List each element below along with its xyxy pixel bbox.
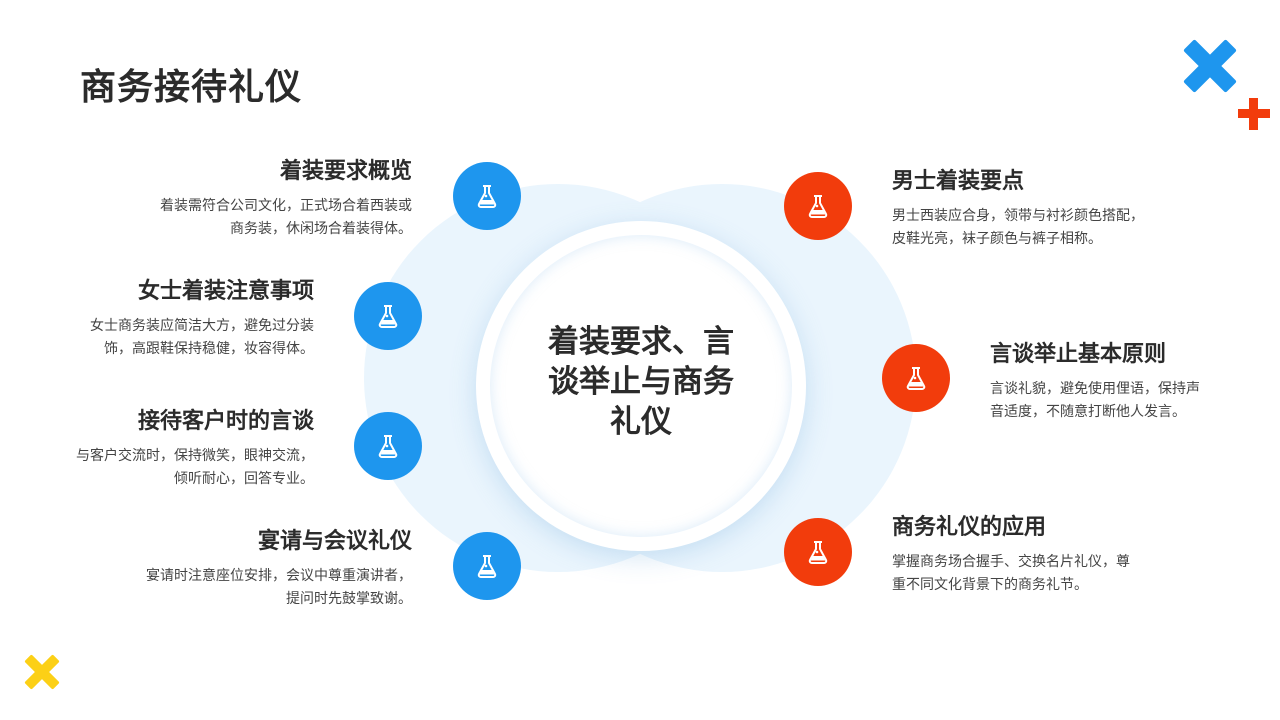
left-item-2-desc: 女士商务装应简洁大方，避免过分装 饰，高跟鞋保持稳健，妆容得体。 (90, 315, 314, 361)
left-item-3-desc: 与客户交流时，保持微笑，眼神交流， 倾听耐心，回答专业。 (76, 445, 314, 491)
left-item-2-desc-line2: 饰，高跟鞋保持稳健，妆容得体。 (104, 341, 314, 357)
right-item-1-desc: 男士西装应合身，领带与衬衫颜色搭配， 皮鞋光亮，袜子颜色与裤子相称。 (892, 205, 1144, 251)
left-item-3: 接待客户时的言谈 与客户交流时，保持微笑，眼神交流， 倾听耐心，回答专业。 (76, 407, 314, 491)
right-item-1-desc-line2: 皮鞋光亮，袜子颜色与裤子相称。 (892, 231, 1102, 247)
left-item-4-desc-line1: 宴请时注意座位安排，会议中尊重演讲者， (146, 568, 412, 584)
left-item-3-title: 接待客户时的言谈 (137, 409, 314, 434)
right-item-2-desc: 言谈礼貌，避免使用俚语，保持声 音适度，不随意打断他人发言。 (990, 378, 1200, 424)
right-item-3-title: 商务礼仪的应用 (892, 515, 1047, 540)
left-item-4-title: 宴请与会议礼仪 (257, 529, 412, 554)
blue-cross-icon (1178, 34, 1242, 98)
right-item-3-desc-line1: 掌握商务场合握手、交换名片礼仪，尊 (892, 554, 1130, 570)
orange-plus-icon (1236, 96, 1272, 132)
left-node-2-flask-icon (354, 282, 422, 350)
right-node-1-flask-icon (784, 172, 852, 240)
center-title: 着装要求、言谈举止与商务礼仪 (548, 324, 734, 440)
left-item-1-desc-line2: 商务装，休闲场合着装得体。 (230, 221, 412, 237)
right-item-1: 男士着装要点 男士西装应合身，领带与衬衫颜色搭配， 皮鞋光亮，袜子颜色与裤子相称… (892, 167, 1144, 251)
right-node-2-flask-icon (882, 344, 950, 412)
left-item-2: 女士着装注意事项 女士商务装应简洁大方，避免过分装 饰，高跟鞋保持稳健，妆容得体… (90, 277, 314, 361)
left-item-1-desc-line1: 着装需符合公司文化，正式场合着西装或 (160, 198, 412, 214)
left-item-1: 着装要求概览 着装需符合公司文化，正式场合着西装或 商务装，休闲场合着装得体。 (160, 157, 412, 241)
right-item-2: 言谈举止基本原则 言谈礼貌，避免使用俚语，保持声 音适度，不随意打断他人发言。 (990, 340, 1200, 424)
right-item-3-desc-line2: 重不同文化背景下的商务礼节。 (892, 577, 1088, 593)
right-item-1-title: 男士着装要点 (892, 169, 1025, 194)
right-item-2-desc-line2: 音适度，不随意打断他人发言。 (990, 404, 1186, 420)
left-item-3-desc-line2: 倾听耐心，回答专业。 (174, 471, 314, 487)
left-node-1-flask-icon (453, 162, 521, 230)
left-node-3-flask-icon (354, 412, 422, 480)
page-title: 商务接待礼仪 (80, 67, 303, 108)
right-item-2-title: 言谈举止基本原则 (990, 342, 1167, 367)
right-node-3-flask-icon (784, 518, 852, 586)
left-item-2-title: 女士着装注意事项 (137, 279, 314, 304)
left-item-1-desc: 着装需符合公司文化，正式场合着西装或 商务装，休闲场合着装得体。 (160, 195, 412, 241)
right-item-2-desc-line1: 言谈礼貌，避免使用俚语，保持声 (990, 381, 1200, 397)
right-item-3: 商务礼仪的应用 掌握商务场合握手、交换名片礼仪，尊 重不同文化背景下的商务礼节。 (892, 513, 1130, 597)
left-item-4-desc: 宴请时注意座位安排，会议中尊重演讲者， 提问时先鼓掌致谢。 (146, 565, 412, 611)
left-node-4-flask-icon (453, 532, 521, 600)
center-inner-disc (490, 235, 792, 537)
right-item-1-desc-line1: 男士西装应合身，领带与衬衫颜色搭配， (892, 208, 1144, 224)
left-item-2-desc-line1: 女士商务装应简洁大方，避免过分装 (90, 318, 314, 334)
left-item-3-desc-line1: 与客户交流时，保持微笑，眼神交流， (76, 448, 314, 464)
left-item-1-title: 着装要求概览 (279, 159, 412, 184)
left-item-4-desc-line2: 提问时先鼓掌致谢。 (286, 591, 412, 607)
right-item-3-desc: 掌握商务场合握手、交换名片礼仪，尊 重不同文化背景下的商务礼节。 (892, 551, 1130, 597)
left-item-4: 宴请与会议礼仪 宴请时注意座位安排，会议中尊重演讲者， 提问时先鼓掌致谢。 (146, 527, 412, 611)
yellow-cross-icon (20, 650, 64, 694)
